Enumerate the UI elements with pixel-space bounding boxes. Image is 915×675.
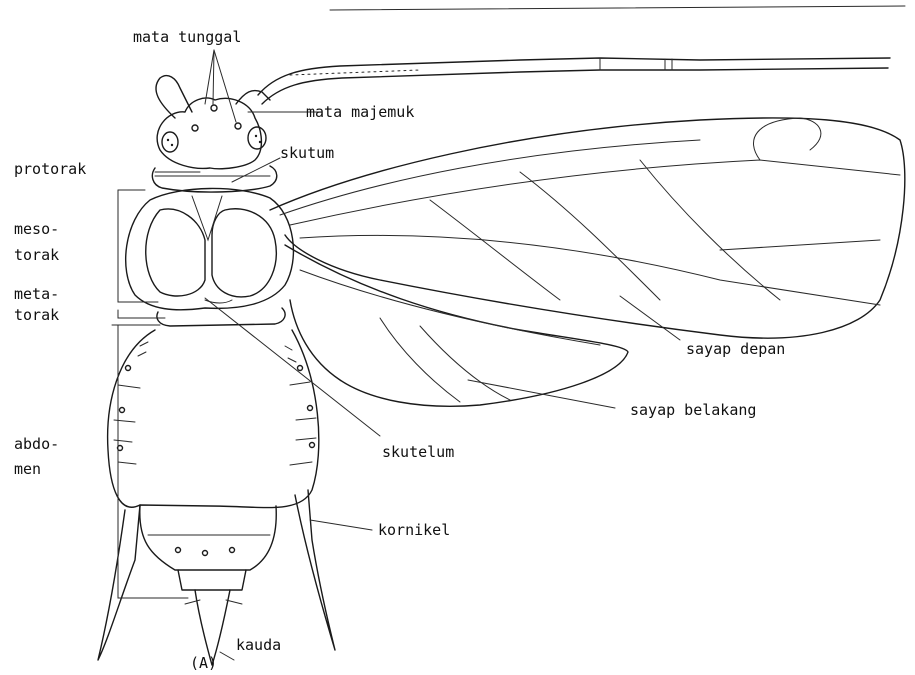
label-sayap-belakang: sayap belakang: [630, 401, 756, 419]
label-kornikel: kornikel: [378, 521, 450, 539]
cornicles: [98, 490, 335, 660]
label-metatorak-line2: torak: [14, 306, 59, 324]
compound-eye-left: [162, 132, 178, 152]
label-skutum: skutum: [280, 144, 334, 162]
head: [156, 50, 270, 169]
label-mesotorak-line2: torak: [14, 246, 59, 264]
label-mesotorak-line1: meso-: [14, 220, 59, 238]
abdomen: [108, 330, 319, 508]
figure-tag: (A): [190, 654, 217, 672]
page-top-rule: [330, 6, 905, 10]
label-kauda: kauda: [236, 636, 281, 654]
antenna: [258, 58, 890, 104]
label-abdomen-line2: men: [14, 460, 41, 478]
hindwing: [285, 245, 628, 406]
mesothorax: [126, 188, 294, 309]
label-protorak: protorak: [14, 160, 86, 178]
compound-eye-right: [248, 127, 266, 149]
label-sayap-depan: sayap depan: [686, 340, 785, 358]
label-skutelum: skutelum: [382, 443, 454, 461]
forewing: [270, 118, 905, 338]
region-brackets: [112, 190, 188, 598]
label-metatorak-line1: meta-: [14, 285, 59, 303]
ocellus: [211, 105, 217, 111]
metathorax: [157, 300, 285, 326]
label-mata-majemuk: mata majemuk: [306, 103, 414, 121]
label-abdomen-line1: abdo-: [14, 435, 59, 453]
label-mata-tunggal: mata tunggal: [133, 28, 241, 46]
